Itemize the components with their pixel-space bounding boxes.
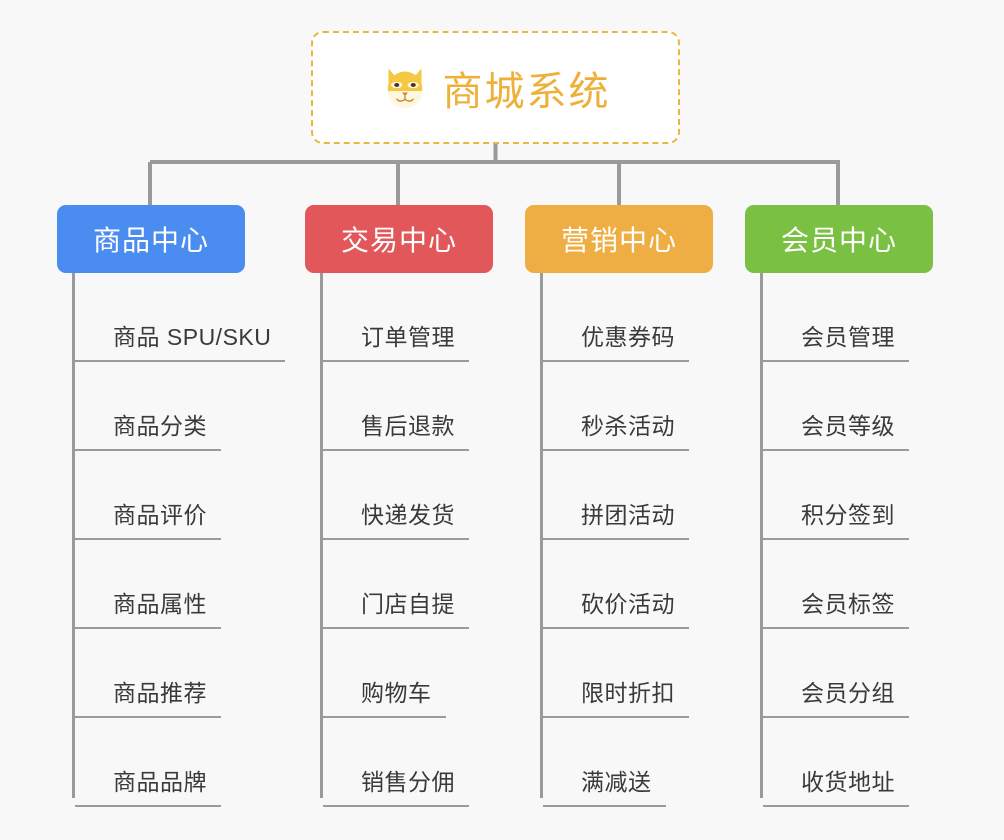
leaf-label: 售后退款 xyxy=(323,407,469,451)
leaf-item[interactable]: 快递发货 xyxy=(323,451,469,540)
category-box-2[interactable]: 交易中心 xyxy=(305,205,493,273)
leaf-item[interactable]: 商品分类 xyxy=(75,362,221,451)
leaf-item[interactable]: 拼团活动 xyxy=(543,451,689,540)
leaf-spine-1 xyxy=(72,273,75,798)
leaf-label: 门店自提 xyxy=(323,585,469,629)
leaf-spine-2 xyxy=(320,273,323,798)
root-title: 商城系统 xyxy=(442,69,611,114)
leaf-label: 商品评价 xyxy=(75,496,221,540)
leaf-item[interactable]: 商品品牌 xyxy=(75,718,221,807)
leaf-label: 满减送 xyxy=(543,763,666,807)
leaf-item[interactable]: 秒杀活动 xyxy=(543,362,689,451)
leaf-label: 砍价活动 xyxy=(543,585,689,629)
leaf-label: 限时折扣 xyxy=(543,674,689,718)
category-label-2: 交易中心 xyxy=(340,225,457,256)
leaf-label: 商品推荐 xyxy=(75,674,221,718)
leaf-label: 快递发货 xyxy=(323,496,469,540)
leaf-label: 会员等级 xyxy=(763,407,909,451)
leaf-item[interactable]: 积分签到 xyxy=(763,451,909,540)
leaf-item[interactable]: 商品推荐 xyxy=(75,629,221,718)
category-label-4: 会员中心 xyxy=(780,225,897,256)
leaf-label: 商品分类 xyxy=(75,407,221,451)
dog-face-icon xyxy=(381,64,429,112)
category-box-3[interactable]: 营销中心 xyxy=(525,205,713,273)
leaf-label: 会员分组 xyxy=(763,674,909,718)
leaf-label: 优惠券码 xyxy=(543,318,689,362)
leaf-item[interactable]: 会员分组 xyxy=(763,629,909,718)
leaf-label: 商品属性 xyxy=(75,585,221,629)
leaf-label: 收货地址 xyxy=(763,763,909,807)
leaf-item[interactable]: 售后退款 xyxy=(323,362,469,451)
leaf-label: 销售分佣 xyxy=(323,763,469,807)
leaf-item[interactable]: 会员管理 xyxy=(763,273,909,362)
leaf-item[interactable]: 优惠券码 xyxy=(543,273,689,362)
leaf-item[interactable]: 购物车 xyxy=(323,629,446,718)
leaf-spine-4 xyxy=(760,273,763,798)
leaf-label: 拼团活动 xyxy=(543,496,689,540)
leaf-item[interactable]: 砍价活动 xyxy=(543,540,689,629)
category-label-1: 商品中心 xyxy=(92,225,209,256)
leaf-item[interactable]: 销售分佣 xyxy=(323,718,469,807)
leaf-item[interactable]: 订单管理 xyxy=(323,273,469,362)
leaf-spine-3 xyxy=(540,273,543,798)
leaf-label: 积分签到 xyxy=(763,496,909,540)
leaf-label: 订单管理 xyxy=(323,318,469,362)
leaf-item[interactable]: 限时折扣 xyxy=(543,629,689,718)
leaf-item[interactable]: 会员等级 xyxy=(763,362,909,451)
leaf-label: 会员标签 xyxy=(763,585,909,629)
leaf-item[interactable]: 会员标签 xyxy=(763,540,909,629)
leaf-label: 购物车 xyxy=(323,674,446,718)
leaf-item[interactable]: 商品属性 xyxy=(75,540,221,629)
leaf-label: 商品品牌 xyxy=(75,763,221,807)
leaf-item[interactable]: 商品评价 xyxy=(75,451,221,540)
leaf-label: 商品 SPU/SKU xyxy=(75,318,286,362)
leaf-item[interactable]: 门店自提 xyxy=(323,540,469,629)
leaf-label: 会员管理 xyxy=(763,318,909,362)
root-node[interactable]: 商城系统 xyxy=(311,31,680,144)
category-label-3: 营销中心 xyxy=(560,225,677,256)
category-box-1[interactable]: 商品中心 xyxy=(57,205,245,273)
leaf-item[interactable]: 满减送 xyxy=(543,718,666,807)
leaf-item[interactable]: 商品 SPU/SKU xyxy=(75,273,286,362)
leaf-item[interactable]: 收货地址 xyxy=(763,718,909,807)
category-box-4[interactable]: 会员中心 xyxy=(745,205,933,273)
leaf-label: 秒杀活动 xyxy=(543,407,689,451)
